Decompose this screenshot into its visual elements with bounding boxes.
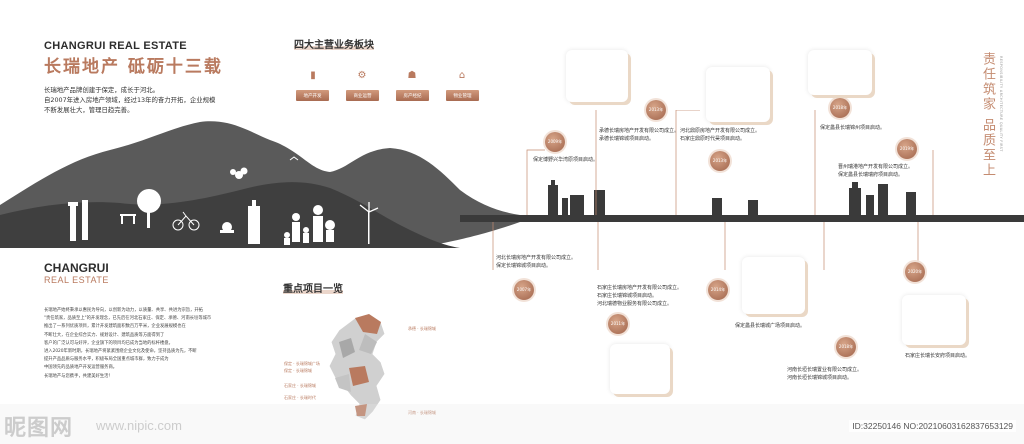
mountain-scenery xyxy=(0,110,1024,270)
photo-frame xyxy=(706,67,770,122)
business-item-development: 地产开发 xyxy=(296,90,329,101)
motto-english: RESPONSIBILITY ARCHITECTURE QUALITY FIRS… xyxy=(999,56,1003,152)
about-line: 不断壮大，在企业综合实力、规划设计、建筑品质等方面得到了 xyxy=(44,332,165,338)
intro-line: 不断发展壮大，管理日趋完善。 xyxy=(44,106,134,114)
timeline-event: 保定蠡县长瑞锦州项目启动。 xyxy=(820,125,886,131)
about-body: 长瑞地产始终秉承以惠民为导向，以创新为动力，以质量、共享、共进为宗旨，开拓 "责… xyxy=(44,307,269,381)
legend-baoding: 保定 · 长瑞锦城 xyxy=(284,368,312,373)
watermark-url: www.nipic.com xyxy=(96,418,182,433)
about-line: 推出了一系列优质项目，累计开发建筑面积数百万平米，企业发展规模也在 xyxy=(44,324,186,330)
legend-shijiazhuang-shidai: 石家庄 · 长瑞时代 xyxy=(284,395,316,400)
photo-frame xyxy=(742,257,805,314)
projects-section-title: 重点项目一览 xyxy=(283,280,343,295)
watermark-id: ID:32250146 NO:20210603162837653129 xyxy=(849,420,1016,432)
photo-frame xyxy=(610,344,670,394)
timeline-node-2007: 2007年 xyxy=(514,280,534,300)
about-english-line1: CHANGRUI xyxy=(44,261,109,275)
timeline-node-2018-henan: 2018年 xyxy=(836,337,856,357)
brand-intro: 长瑞地产品牌创建于保定，成长于河北。 自2007年进入房地产领域，经过13年的奋… xyxy=(44,85,274,115)
about-line: "责任筑家，品质至上"的开发理念，已先后在河北石家庄、保定、承德、河南长垣等城市 xyxy=(44,316,212,322)
about-english-line2: REAL ESTATE xyxy=(44,275,109,285)
photo-frame xyxy=(808,50,872,95)
about-line: 客户的广泛认可与好评，企业旗下的项目均已成为当地的标杆楼盘。 xyxy=(44,340,173,346)
legend-chengde: 承德 · 长瑞锦城 xyxy=(408,326,436,331)
about-line: 进入2020年新时期，长瑞地产将紧紧围绕企业文化及使命，坚持品质为先，不断 xyxy=(44,349,197,355)
motto-chinese: 责任筑家 品质至上 xyxy=(980,52,995,179)
about-line: 长瑞地产与您携手，共建美好生活！ xyxy=(44,373,113,379)
about-line: 提升产品品质与服务水平，积极布局全国重点城市群，致力于成为 xyxy=(44,357,169,363)
timeline-node-2019: 2019年 xyxy=(897,139,917,159)
timeline-node-2013-chengde: 2013年 xyxy=(646,100,666,120)
timeline-node-2020: 2020年 xyxy=(905,262,925,282)
timeline-event: 石家庄长瑞房地产开发有限公司成立。 石家庄长瑞锦城项目启动。 河北瑞德物业服务有… xyxy=(597,285,683,307)
about-line: 长瑞地产始终秉承以惠民为导向，以创新为动力，以质量、共享、共进为宗旨，开拓 xyxy=(44,308,203,313)
photo-frame xyxy=(902,295,966,345)
timeline-event: 石家庄长瑞长安府项目启动。 xyxy=(905,353,971,359)
people-icon: ☗ xyxy=(407,70,417,81)
timeline-node-2011: 2011年 xyxy=(608,314,628,334)
legend-baoding-plaza: 保定 · 长瑞锦城广场 xyxy=(284,361,320,366)
intro-line: 长瑞地产品牌创建于保定，成长于河北。 xyxy=(44,86,160,94)
service-icon: ⌂ xyxy=(458,70,466,81)
timeline-node-2013-shijiazhuang: 2013年 xyxy=(710,151,730,171)
timeline-event: 河北长瑞房地产开发有限公司成立。 保定长瑞锦城项目启动。 xyxy=(496,255,577,269)
brand-english-title: CHANGRUI REAL ESTATE xyxy=(44,40,187,52)
legend-henan: 河南 · 长瑞锦城 xyxy=(408,410,436,415)
legend-shijiazhuang-jincheng: 石家庄 · 长瑞锦城 xyxy=(284,383,316,388)
watermark-site: 昵图网 xyxy=(4,416,74,441)
timeline-event: 承德长瑞房地产开发有限公司成立。 承德长瑞锦城项目启动。 xyxy=(599,128,680,142)
business-item-property: 物业管理 xyxy=(446,90,479,101)
intro-line: 自2007年进入房地产领域，经过13年的奋力开拓，企业规模 xyxy=(44,96,216,104)
timeline-node-2014: 2014年 xyxy=(708,280,728,300)
business-section-title: 四大主营业务板块 xyxy=(294,36,374,51)
timeline-node-2009: 2009年 xyxy=(545,132,565,152)
timeline-event: 河南长垣长瑞置业有限公司成立。 河南长垣长瑞锦城项目启动。 xyxy=(787,367,863,381)
brand-slogan: 长瑞地产 砥砺十三载 xyxy=(44,57,223,77)
timeline-node-2018-li: 2018年 xyxy=(830,98,850,118)
hebei-map xyxy=(328,313,386,421)
about-line: 中国领先的品质地产开发运营服务商。 xyxy=(44,365,118,371)
timeline-event: 晋州瑞港地产开发有限公司成立。 保定蠡县长瑞瑞府项目启动。 xyxy=(838,164,914,178)
business-item-brokerage: 房产经纪 xyxy=(396,90,429,101)
timeline-event: 保定蠡县长瑞城广场项目启动。 xyxy=(735,323,806,329)
building-icon: ▮ xyxy=(310,70,316,81)
timeline-event: 河北鼎原房地产开发有限公司成立。 石家庄鼎原时代昊项目启动。 xyxy=(680,128,761,142)
timeline-event: 保定博野兴华湾原项目启动。 xyxy=(533,157,599,163)
business-item-commercial: 商业运营 xyxy=(346,90,379,101)
photo-frame xyxy=(566,50,628,102)
coins-icon: ⚙ xyxy=(357,70,367,81)
